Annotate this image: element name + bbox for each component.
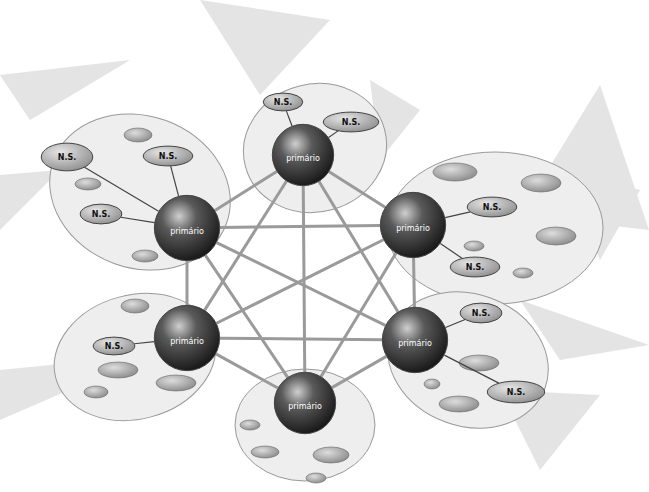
primary-node: primário xyxy=(274,372,336,434)
mesh-link xyxy=(220,225,380,227)
spoke-link xyxy=(134,342,154,344)
mesh-link xyxy=(319,182,398,312)
mesh-link xyxy=(412,258,416,307)
spoke-link xyxy=(121,217,155,222)
secondary-node: N.S. xyxy=(323,112,379,132)
primary-node: primário xyxy=(380,192,446,258)
mesh-link xyxy=(220,338,382,339)
node-label: primário xyxy=(170,227,204,236)
primary-node: primário xyxy=(382,307,448,373)
node-label: primário xyxy=(396,224,430,233)
mesh-link xyxy=(217,240,384,323)
spoke-link xyxy=(329,131,339,138)
mesh-link xyxy=(205,255,287,377)
secondary-node: N.S. xyxy=(93,337,135,355)
mesh-link xyxy=(215,172,277,211)
secondary-node: N.S. xyxy=(80,204,122,224)
node-label: N.S. xyxy=(472,309,491,318)
spoke-link xyxy=(444,355,498,383)
node-label: N.S. xyxy=(466,263,485,272)
primary-node: primário xyxy=(272,124,334,186)
node-label: N.S. xyxy=(159,152,178,161)
node-label: N.S. xyxy=(507,388,526,397)
mesh-link xyxy=(329,172,385,208)
node-label: N.S. xyxy=(105,342,124,351)
secondary-node: N.S. xyxy=(263,93,303,111)
secondary-node: N.S. xyxy=(143,146,193,166)
node-label: primário xyxy=(398,339,432,348)
spoke-link xyxy=(171,166,179,196)
secondary-node: N.S. xyxy=(460,303,502,323)
primary-node: primário xyxy=(154,305,220,371)
spoke-link xyxy=(446,320,466,328)
secondary-node: N.S. xyxy=(467,197,517,217)
node-label: primário xyxy=(170,337,204,346)
node-label: primário xyxy=(286,154,320,163)
secondary-node: N.S. xyxy=(487,381,545,403)
node-label: N.S. xyxy=(58,153,77,162)
mesh-link xyxy=(205,181,287,310)
mesh-link xyxy=(332,356,386,387)
node-label: primário xyxy=(288,402,322,411)
node-label: N.S. xyxy=(483,203,502,212)
spoke-link xyxy=(286,111,292,126)
secondary-node: N.S. xyxy=(41,143,93,171)
node-label: N.S. xyxy=(92,210,111,219)
primary-node: primário xyxy=(154,195,220,261)
spoke-link xyxy=(440,244,462,259)
secondary-node: N.S. xyxy=(450,257,500,277)
node-label: N.S. xyxy=(274,98,293,107)
spoke-link xyxy=(445,212,470,218)
mesh-link xyxy=(186,261,189,305)
mesh-link xyxy=(216,354,278,388)
node-label: N.S. xyxy=(342,118,361,127)
